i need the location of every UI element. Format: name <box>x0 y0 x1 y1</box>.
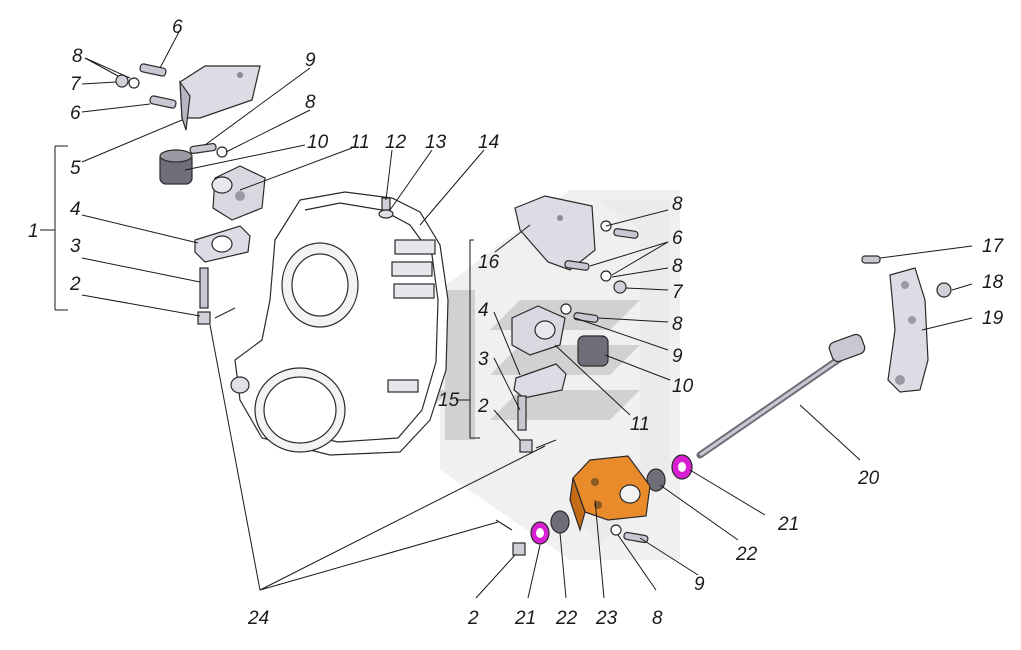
castle-nut-2-left <box>197 307 236 325</box>
label-part-6: 6 <box>70 103 81 124</box>
nut-18 <box>936 282 952 298</box>
castle-nut-2-lower <box>495 519 526 556</box>
part-number-labels: 1 2 3 4 5 6 6 7 8 9 8 10 11 12 13 14 16 … <box>28 17 1005 629</box>
gearbox-housing <box>230 191 449 456</box>
label-part-12: 12 <box>385 132 407 153</box>
rubber-bushing-10-right <box>577 335 609 367</box>
label-part-9: 9 <box>305 50 316 71</box>
label-part-15: 15 <box>438 390 460 411</box>
label-part-8: 8 <box>672 194 683 215</box>
label-part-22: 22 <box>555 608 578 629</box>
label-part-9: 9 <box>672 346 683 367</box>
label-part-23: 23 <box>595 608 618 629</box>
washer-21-left <box>530 521 550 545</box>
label-part-6: 6 <box>672 228 683 249</box>
label-part-2: 2 <box>69 274 81 295</box>
bolt-6-right <box>564 260 627 294</box>
label-part-10: 10 <box>672 376 694 397</box>
label-part-4: 4 <box>70 199 81 220</box>
label-part-8: 8 <box>672 314 683 335</box>
clamp-4-left <box>194 225 251 263</box>
rubber-bushing-10-upper <box>159 149 193 185</box>
label-part-18: 18 <box>982 272 1004 293</box>
bolt-8-right-mid <box>560 303 599 323</box>
label-part-21: 21 <box>777 514 799 535</box>
label-part-14: 14 <box>478 132 499 153</box>
pivot-flange-11-right <box>511 305 566 356</box>
lever-19 <box>887 267 929 393</box>
label-part-16: 16 <box>478 252 500 273</box>
control-rod-20 <box>696 333 866 459</box>
label-part-4: 4 <box>478 300 489 321</box>
label-part-7: 7 <box>672 282 684 303</box>
label-part-17: 17 <box>982 236 1005 257</box>
bolt-6-lower <box>149 95 177 109</box>
stud-3-right <box>517 395 527 431</box>
upper-bracket-16 <box>514 195 596 271</box>
label-part-11: 11 <box>630 414 650 435</box>
label-part-8: 8 <box>305 92 316 113</box>
breather-fitting <box>378 197 394 219</box>
upper-bracket-5 <box>179 65 261 131</box>
label-part-2: 2 <box>467 608 479 629</box>
label-part-10: 10 <box>307 132 329 153</box>
bolt-6-upper <box>139 63 167 77</box>
stud-3-left <box>199 267 209 309</box>
washer-21-right <box>671 454 693 480</box>
label-part-11: 11 <box>350 132 370 153</box>
label-part-8: 8 <box>72 46 83 67</box>
bolt-9-lower <box>610 524 649 544</box>
bolt-17 <box>861 255 881 264</box>
nut-7 <box>115 74 140 89</box>
leader-lines <box>40 29 973 599</box>
label-part-8: 8 <box>652 608 663 629</box>
castle-nut-2-right <box>519 439 557 453</box>
label-part-7: 7 <box>70 74 82 95</box>
label-part-2: 2 <box>477 396 489 417</box>
label-part-24: 24 <box>247 608 269 629</box>
label-part-1: 1 <box>28 221 39 242</box>
pivot-flange-11-upper <box>211 165 266 221</box>
label-part-5: 5 <box>70 158 81 179</box>
label-part-3: 3 <box>70 236 81 257</box>
label-part-19: 19 <box>982 308 1004 329</box>
clamp-4-right <box>513 363 567 399</box>
label-part-21: 21 <box>514 608 536 629</box>
mounting-bracket-23 <box>569 455 651 533</box>
spacer-22-left <box>550 510 570 534</box>
label-part-3: 3 <box>478 349 489 370</box>
label-part-20: 20 <box>857 468 880 489</box>
label-part-6: 6 <box>172 17 183 38</box>
label-part-9: 9 <box>694 574 705 595</box>
bolt-9-upper <box>189 143 228 158</box>
label-part-22: 22 <box>735 544 758 565</box>
label-part-13: 13 <box>425 132 447 153</box>
label-part-8: 8 <box>672 256 683 277</box>
